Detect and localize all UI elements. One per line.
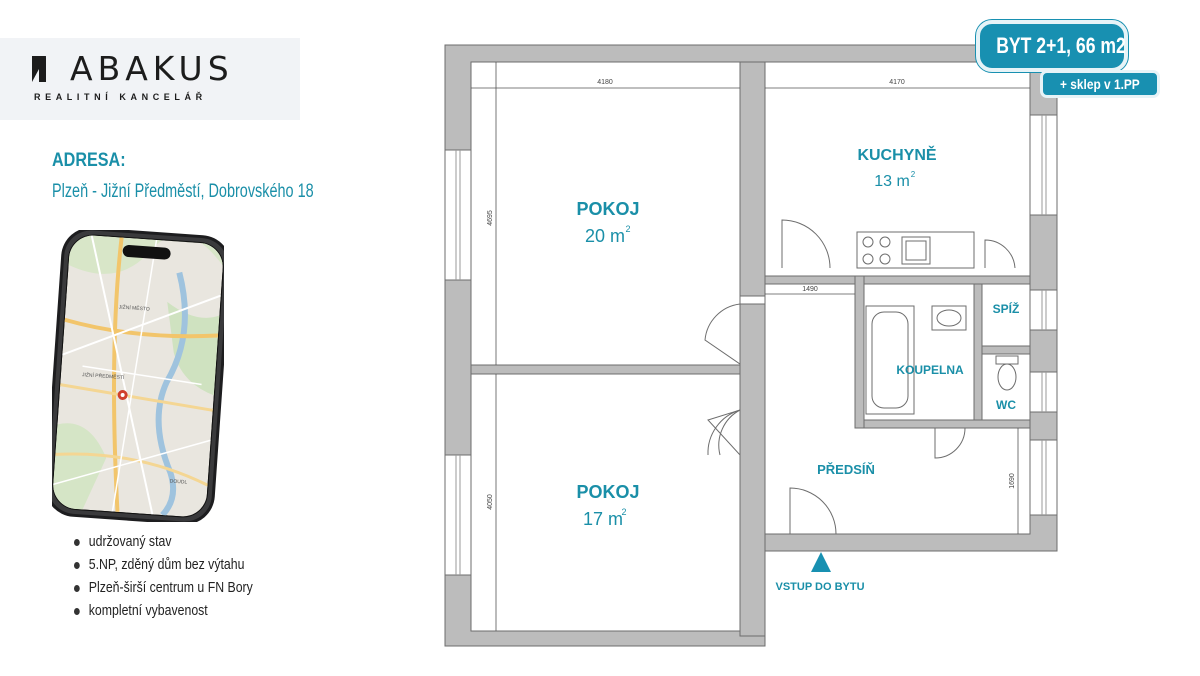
room-pokoj-2-area-sup: 2 xyxy=(621,507,626,517)
map-label-district2: JIŽNÍ PŘEDMĚSTÍ xyxy=(82,370,126,381)
room-pokoj-1-name: POKOJ xyxy=(576,199,639,219)
room-pokoj-1-area-sup: 2 xyxy=(625,224,630,234)
phone-map-image: JIŽNÍ MĚSTO JIŽNÍ PŘEDMĚSTÍ DOUDL xyxy=(52,230,224,522)
kitchen-counter xyxy=(856,231,975,269)
bullet-icon xyxy=(74,585,80,592)
feature-item: kompletní vybavenost xyxy=(74,602,253,625)
room-pokoj-2-name: POKOJ xyxy=(576,482,639,502)
toilet-icon xyxy=(995,355,1019,391)
room-pokoj-1-area: 20 m xyxy=(585,226,625,246)
dim-4180: 4180 xyxy=(597,79,613,86)
room-kuchyne-name: KUCHYNĚ xyxy=(857,145,936,164)
cellar-badge: + sklep v 1.PP xyxy=(1040,70,1160,98)
room-kuchyne-area-sup: 2 xyxy=(911,170,916,179)
feature-item: 5.NP, zděný dům bez výtahu xyxy=(74,556,253,579)
address-label: ADRESA: xyxy=(52,150,126,171)
doors xyxy=(704,219,1016,535)
address-value: Plzeň - Jižní Předměstí, Dobrovského 18 xyxy=(52,181,314,202)
bullet-icon xyxy=(74,608,80,615)
dim-4695: 4695 xyxy=(487,210,494,226)
bathtub-icon xyxy=(865,305,915,415)
bullet-icon xyxy=(74,562,80,569)
room-predsin-name: PŘEDSÍŇ xyxy=(817,462,875,477)
window-lines xyxy=(455,115,1047,575)
logo-name: ABAKUS xyxy=(70,49,234,88)
logo-subtitle: REALITNÍ KANCELÁŘ xyxy=(34,92,207,102)
features-list: udržovaný stav 5.NP, zděný dům bez výtah… xyxy=(74,533,292,625)
room-pokoj-2-area: 17 m xyxy=(583,509,623,529)
dim-4050: 4050 xyxy=(487,494,494,510)
abakus-logo-icon xyxy=(32,56,46,82)
logo-block: ABAKUS REALITNÍ KANCELÁŘ xyxy=(0,38,300,120)
map-label-district1: JIŽNÍ MĚSTO xyxy=(119,303,151,313)
dim-1490: 1490 xyxy=(802,286,818,293)
map-label-district3: DOUDL xyxy=(170,478,188,485)
flat-type-badge: BYT 2+1, 66 m2 xyxy=(976,20,1128,72)
sink-icon xyxy=(931,305,967,331)
map-pin-icon xyxy=(117,389,128,400)
feature-item: Plzeň-širší centrum u FN Bory xyxy=(74,579,253,602)
entrance-arrow-icon xyxy=(811,552,831,572)
room-spiz-name: SPÍŽ xyxy=(993,301,1020,316)
dim-4170: 4170 xyxy=(889,79,905,86)
entrance-label: VSTUP DO BYTU xyxy=(775,581,864,593)
room-kuchyne-area: 13 m xyxy=(874,173,910,190)
room-koupelna-name: KOUPELNA xyxy=(896,363,964,377)
bullet-icon xyxy=(74,539,80,546)
dim-1690: 1690 xyxy=(1009,473,1016,489)
dimension-lines xyxy=(471,62,1030,631)
feature-item: udržovaný stav xyxy=(74,533,253,556)
windows xyxy=(444,114,1058,576)
walls xyxy=(444,44,1058,647)
room-wc-name: WC xyxy=(996,398,1016,412)
